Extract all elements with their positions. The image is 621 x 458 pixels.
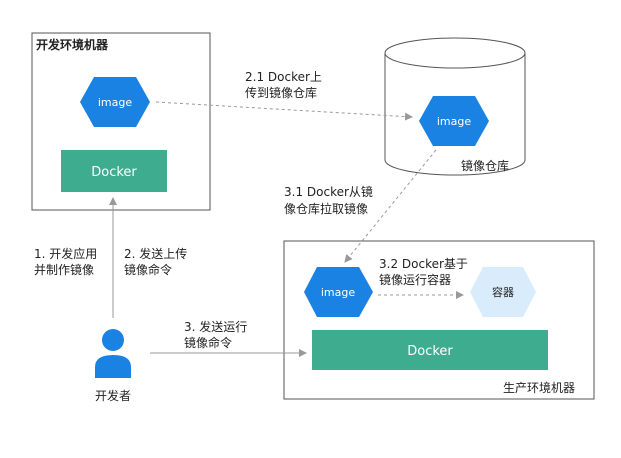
svg-text:2. 发送上传: 2. 发送上传 bbox=[124, 246, 187, 261]
prod-image-hexagon: image bbox=[304, 267, 373, 317]
arrow-step21 bbox=[155, 101, 413, 121]
svg-text:3. 发送运行: 3. 发送运行 bbox=[184, 319, 247, 334]
container-label: 容器 bbox=[492, 285, 514, 299]
svg-text:镜像运行容器: 镜像运行容器 bbox=[379, 272, 451, 287]
svg-text:镜像命令: 镜像命令 bbox=[184, 335, 232, 350]
svg-text:1. 开发应用: 1. 开发应用 bbox=[34, 246, 97, 261]
prod-machine-title: 生产环境机器 bbox=[503, 380, 575, 395]
svg-text:传到镜像仓库: 传到镜像仓库 bbox=[245, 85, 317, 100]
arrow-step31 bbox=[344, 149, 437, 263]
developer-label: 开发者 bbox=[95, 388, 131, 403]
prod-machine-box: image 容器 Docker 生产环境机器 bbox=[283, 240, 595, 400]
dev-machine-title: 开发环境机器 bbox=[36, 37, 109, 52]
step3-label: 3. 发送运行 镜像命令 bbox=[184, 319, 247, 350]
dev-image-hexagon: image bbox=[80, 77, 150, 127]
developer: 开发者 bbox=[95, 329, 131, 403]
step21-label: 2.1 Docker上 传到镜像仓库 bbox=[245, 70, 322, 100]
registry-image-hexagon: image bbox=[419, 96, 489, 146]
svg-text:3.2 Docker基于: 3.2 Docker基于 bbox=[379, 257, 468, 271]
container-hexagon: 容器 bbox=[470, 267, 536, 317]
step31-label: 3.1 Docker从镜 像仓库拉取镜像 bbox=[284, 184, 373, 216]
dev-machine-box: 开发环境机器 image Docker bbox=[31, 32, 211, 211]
svg-text:2.1 Docker上: 2.1 Docker上 bbox=[245, 70, 322, 84]
dev-image-label: image bbox=[98, 96, 132, 109]
person-icon bbox=[95, 329, 131, 378]
svg-text:并制作镜像: 并制作镜像 bbox=[34, 262, 94, 277]
svg-text:像仓库拉取镜像: 像仓库拉取镜像 bbox=[284, 201, 368, 216]
registry-label: 镜像仓库 bbox=[461, 158, 509, 173]
step2-label: 2. 发送上传 镜像命令 bbox=[124, 246, 187, 277]
prod-docker-label: Docker bbox=[407, 344, 453, 359]
svg-text:镜像命令: 镜像命令 bbox=[124, 262, 172, 277]
registry-image-label: image bbox=[437, 115, 471, 128]
step1-label: 1. 开发应用 并制作镜像 bbox=[34, 246, 97, 277]
svg-text:3.1 Docker从镜: 3.1 Docker从镜 bbox=[284, 184, 373, 199]
dev-docker-label: Docker bbox=[91, 165, 137, 180]
prod-docker-bar: Docker bbox=[312, 330, 548, 370]
step32-label: 3.2 Docker基于 镜像运行容器 bbox=[379, 257, 468, 287]
registry-cylinder: image 镜像仓库 bbox=[384, 37, 526, 176]
prod-image-label: image bbox=[321, 286, 355, 299]
dev-docker-bar: Docker bbox=[61, 150, 167, 192]
